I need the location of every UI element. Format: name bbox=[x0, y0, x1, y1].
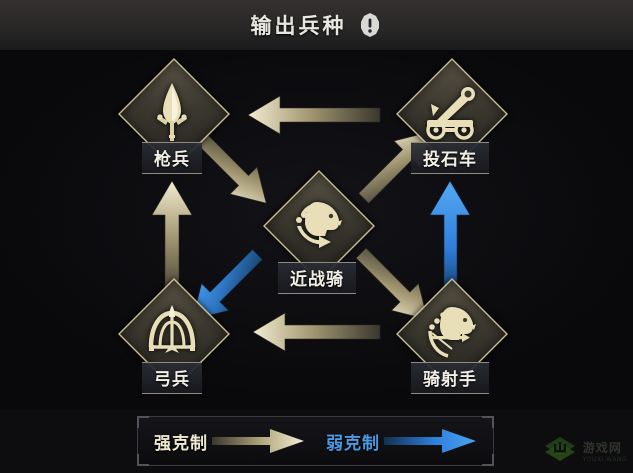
node-cavalry[interactable]: 近战骑 bbox=[263, 170, 375, 294]
counter-diagram: 枪兵 投石车 bbox=[0, 50, 633, 410]
legend-weak: 弱克制 bbox=[326, 428, 476, 454]
node-spear[interactable]: 枪兵 bbox=[118, 58, 230, 174]
legend-corner bbox=[137, 454, 149, 466]
legend-corner bbox=[482, 454, 494, 466]
edge-catapult-to-spear bbox=[247, 95, 381, 135]
edge-spear-to-cavalry bbox=[195, 132, 267, 204]
horse-head-icon bbox=[263, 170, 371, 278]
node-label-archer: 弓兵 bbox=[142, 362, 202, 394]
edge-horsearcher-to-archer bbox=[252, 312, 381, 352]
legend-corner bbox=[137, 416, 149, 428]
node-horsearcher[interactable]: 骑射手 bbox=[396, 278, 508, 394]
legend-weak-label: 弱克制 bbox=[326, 433, 380, 454]
horse-bow-icon bbox=[396, 278, 504, 386]
legend-strong: 强克制 bbox=[154, 428, 304, 454]
watermark-text-block: 游戏网 YOUXI WANG bbox=[583, 437, 627, 463]
node-label-spear: 枪兵 bbox=[142, 142, 202, 174]
watermark-subtitle: YOUXI WANG bbox=[582, 456, 627, 463]
node-label-cavalry: 近战骑 bbox=[278, 262, 356, 294]
strong-arrow-icon bbox=[212, 429, 304, 453]
exclamation-icon[interactable] bbox=[357, 12, 383, 38]
node-label-horsearcher: 骑射手 bbox=[411, 362, 489, 394]
legend-corner bbox=[482, 416, 494, 428]
edge-cavalry-to-horsearcher bbox=[355, 247, 429, 321]
watermark: 游戏网 YOUXI WANG bbox=[543, 435, 627, 465]
watermark-title: 游戏网 bbox=[582, 441, 622, 455]
catapult-icon bbox=[396, 58, 504, 166]
weak-arrow-icon bbox=[384, 429, 476, 453]
node-archer[interactable]: 弓兵 bbox=[118, 278, 230, 394]
legend-strong-label: 强克制 bbox=[154, 433, 208, 454]
node-label-catapult: 投石车 bbox=[411, 142, 489, 174]
spear-icon bbox=[118, 58, 226, 166]
shield-leaf-icon bbox=[544, 437, 575, 461]
legend: 强克制 弱克制 bbox=[137, 416, 494, 466]
node-catapult[interactable]: 投石车 bbox=[396, 58, 508, 174]
panel-header: 输出兵种 bbox=[0, 0, 633, 50]
page-title: 输出兵种 bbox=[250, 14, 347, 38]
bow-icon bbox=[118, 278, 226, 386]
